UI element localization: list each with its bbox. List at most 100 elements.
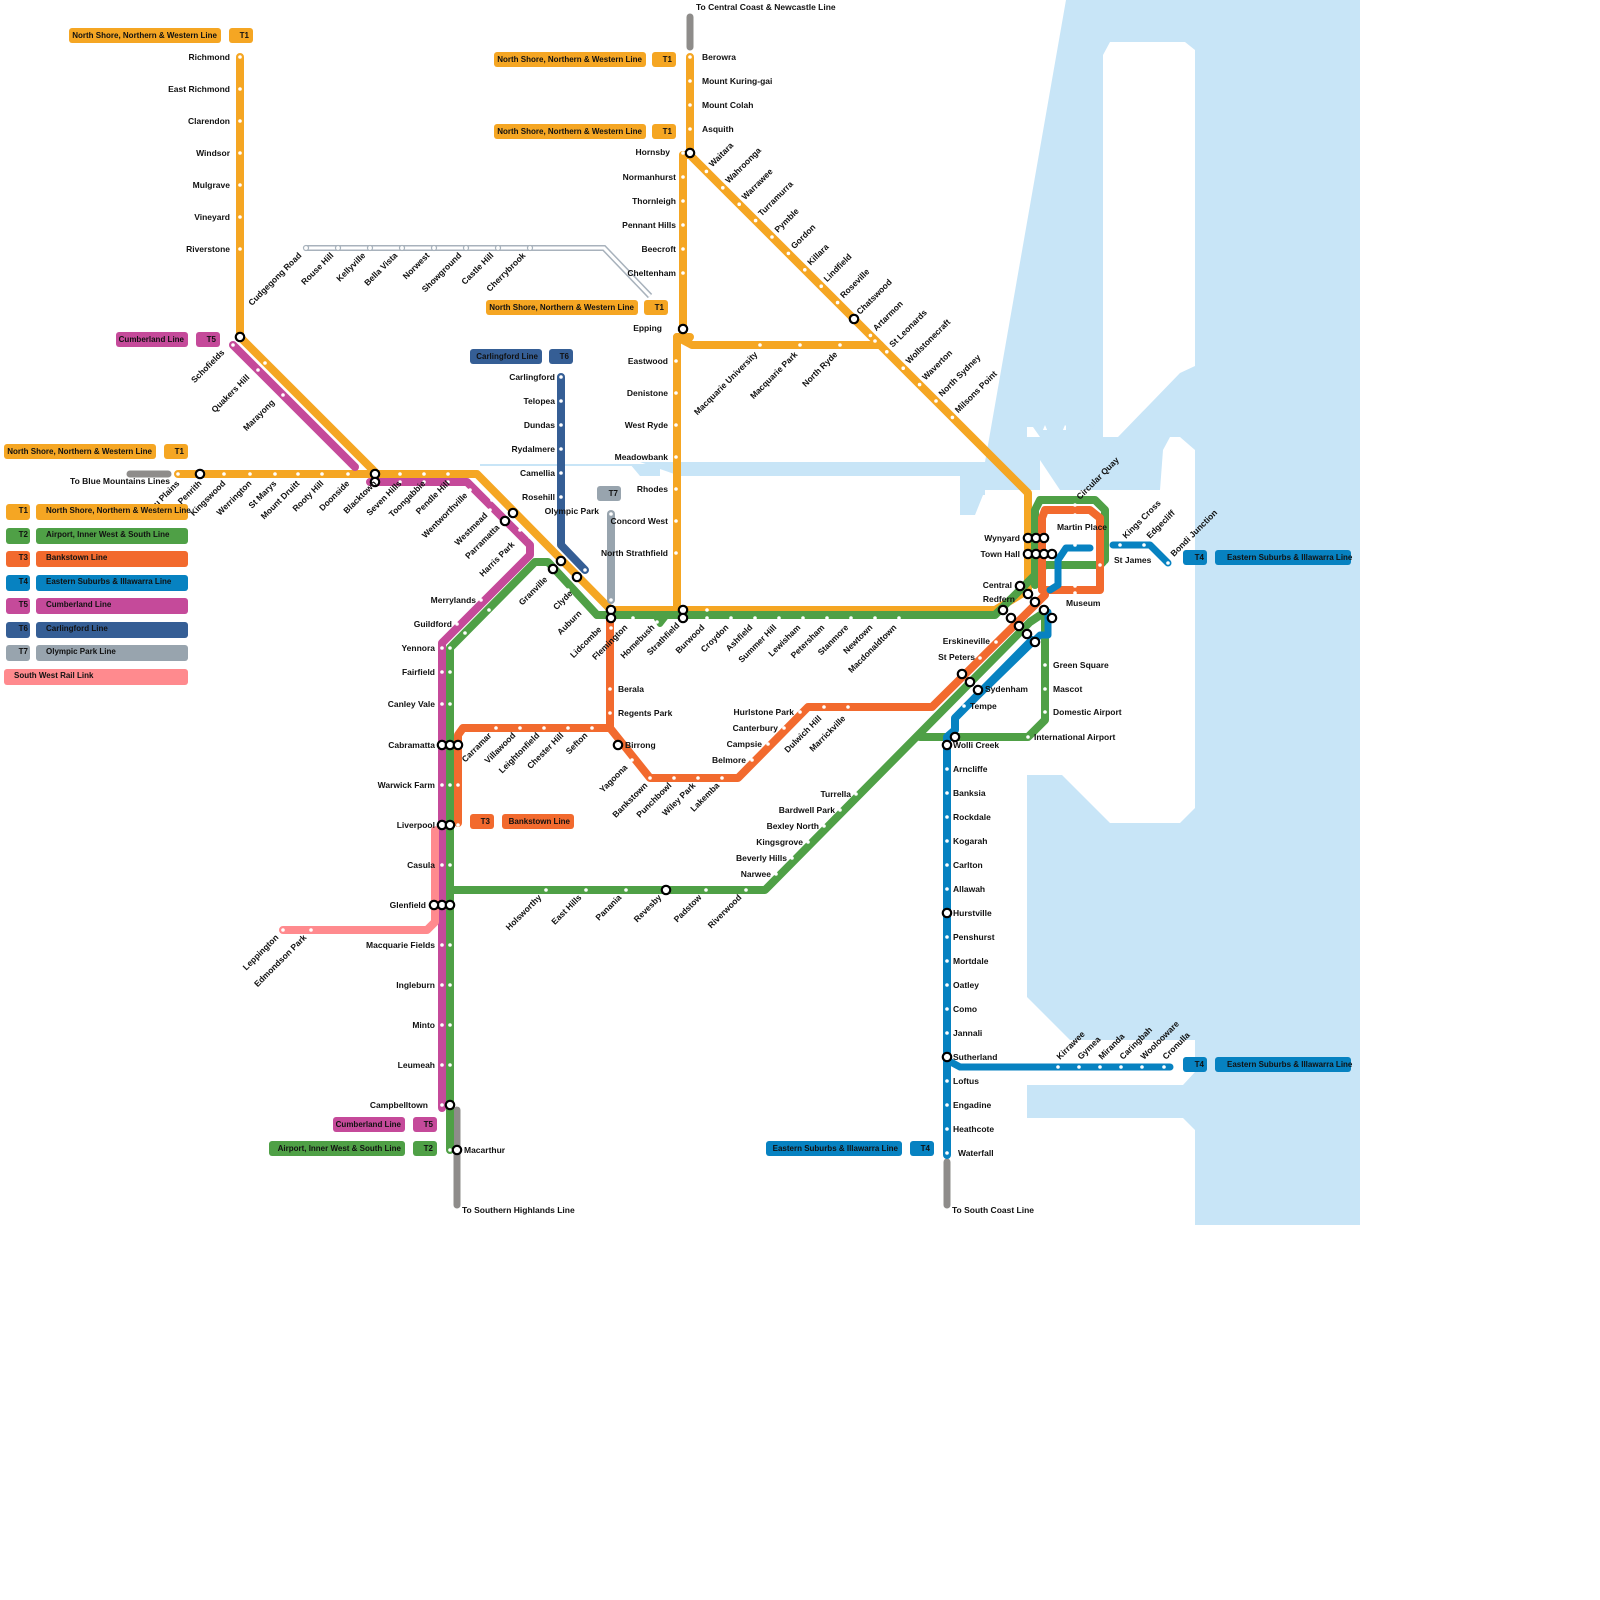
station-label-mortdale[interactable]: Mortdale — [953, 956, 989, 966]
interchange-marker[interactable] — [956, 668, 968, 680]
station-dot[interactable] — [440, 702, 444, 706]
station-label-macquarie-fields[interactable]: Macquarie Fields — [366, 940, 435, 950]
station-dot[interactable] — [945, 1079, 949, 1083]
station-label-arncliffe[interactable]: Arncliffe — [953, 764, 988, 774]
interchange-marker[interactable] — [452, 739, 464, 751]
station-dot[interactable] — [688, 55, 692, 59]
station-label-rouse-hill[interactable]: Rouse Hill — [299, 250, 335, 286]
station-dot[interactable] — [528, 535, 532, 539]
station-dot[interactable] — [256, 368, 260, 372]
station-dot[interactable] — [737, 202, 741, 206]
station-dot[interactable] — [704, 888, 708, 892]
station-dot[interactable] — [559, 495, 563, 499]
station-label-concord-west[interactable]: Concord West — [611, 516, 669, 526]
station-dot[interactable] — [1106, 563, 1110, 567]
station-dot[interactable] — [1162, 1065, 1166, 1069]
station-dot[interactable] — [479, 598, 483, 602]
station-label-dundas[interactable]: Dundas — [524, 420, 555, 430]
station-label-east-hills[interactable]: East Hills — [549, 892, 583, 926]
station-label-macarthur[interactable]: Macarthur — [464, 1145, 506, 1155]
station-dot[interactable] — [238, 87, 242, 91]
station-label-central[interactable]: Central — [983, 580, 1012, 590]
interchange-marker[interactable] — [444, 899, 456, 911]
station-label-waitara[interactable]: Waitara — [707, 140, 736, 169]
interchange-marker[interactable] — [941, 1051, 953, 1063]
station-label-windsor[interactable]: Windsor — [196, 148, 231, 158]
station-label-wolli-creek[interactable]: Wolli Creek — [953, 740, 999, 750]
station-dot[interactable] — [674, 455, 678, 459]
station-label-riverstone[interactable]: Riverstone — [186, 244, 230, 254]
station-label-mount-colah[interactable]: Mount Colah — [702, 100, 753, 110]
station-dot[interactable] — [1118, 543, 1122, 547]
station-dot[interactable] — [1077, 1065, 1081, 1069]
metro-station[interactable] — [494, 244, 502, 252]
station-dot[interactable] — [1043, 663, 1047, 667]
station-dot[interactable] — [917, 382, 922, 387]
station-dot[interactable] — [448, 783, 452, 787]
station-dot[interactable] — [994, 640, 998, 644]
station-dot[interactable] — [950, 415, 955, 420]
station-label-schofields[interactable]: Schofields — [189, 347, 227, 385]
station-label-cabramatta[interactable]: Cabramatta — [388, 740, 435, 750]
station-label-town-hall[interactable]: Town Hall — [980, 549, 1020, 559]
station-dot[interactable] — [542, 726, 546, 730]
station-label-loftus[interactable]: Loftus — [953, 1076, 979, 1086]
station-dot[interactable] — [744, 888, 748, 892]
station-label-edmondson-park[interactable]: Edmondson Park — [252, 932, 309, 989]
station-label-domestic-airport[interactable]: Domestic Airport — [1053, 707, 1122, 717]
station-dot[interactable] — [263, 361, 267, 365]
station-label-mount-kuring-gai[interactable]: Mount Kuring-gai — [702, 76, 772, 86]
station-dot[interactable] — [448, 863, 452, 867]
station-dot[interactable] — [945, 815, 949, 819]
station-label-rockdale[interactable]: Rockdale — [953, 812, 991, 822]
station-label-carlingford[interactable]: Carlingford — [509, 372, 555, 382]
station-dot[interactable] — [774, 872, 778, 876]
station-dot[interactable] — [440, 983, 444, 987]
station-dot[interactable] — [672, 776, 676, 780]
station-dot[interactable] — [281, 393, 285, 397]
interchange-marker[interactable] — [997, 604, 1009, 616]
station-dot[interactable] — [583, 568, 587, 572]
interchange-marker[interactable] — [451, 1144, 463, 1156]
interchange-marker[interactable] — [234, 331, 246, 343]
station-dot[interactable] — [320, 472, 324, 476]
station-dot[interactable] — [885, 350, 889, 354]
interchange-marker[interactable] — [194, 468, 206, 480]
station-dot[interactable] — [590, 726, 594, 730]
station-label-kogarah[interactable]: Kogarah — [953, 836, 987, 846]
station-dot[interactable] — [303, 373, 307, 377]
station-dot[interactable] — [440, 783, 444, 787]
station-dot[interactable] — [825, 616, 829, 620]
station-label-waterfall[interactable]: Waterfall — [958, 1148, 994, 1158]
station-dot[interactable] — [248, 472, 252, 476]
station-label-meadowbank[interactable]: Meadowbank — [615, 452, 669, 462]
station-dot[interactable] — [440, 1023, 444, 1027]
station-dot[interactable] — [518, 726, 522, 730]
station-label-merrylands[interactable]: Merrylands — [431, 595, 477, 605]
interchange-marker[interactable] — [941, 907, 953, 919]
station-label-narwee[interactable]: Narwee — [741, 869, 772, 879]
station-label-macquarie-university[interactable]: Macquarie University — [692, 349, 760, 417]
interchange-marker[interactable] — [499, 515, 511, 527]
station-label-revesby[interactable]: Revesby — [632, 892, 664, 924]
station-label-penshurst[interactable]: Penshurst — [953, 932, 995, 942]
station-label-mulgrave[interactable]: Mulgrave — [193, 180, 231, 190]
station-label-belmore[interactable]: Belmore — [712, 755, 746, 765]
station-dot[interactable] — [681, 223, 685, 227]
station-label-glenfield[interactable]: Glenfield — [390, 900, 426, 910]
station-dot[interactable] — [440, 1063, 444, 1067]
interchange-marker[interactable] — [428, 899, 440, 911]
interchange-marker[interactable] — [1038, 604, 1050, 616]
station-dot[interactable] — [448, 670, 452, 674]
station-dot[interactable] — [777, 616, 781, 620]
station-dot[interactable] — [281, 928, 285, 932]
station-dot[interactable] — [1043, 710, 1047, 714]
station-dot[interactable] — [868, 333, 873, 338]
station-label-east-richmond[interactable]: East Richmond — [168, 84, 230, 94]
station-dot[interactable] — [544, 888, 548, 892]
station-dot[interactable] — [945, 863, 949, 867]
interchange-marker[interactable] — [848, 313, 860, 325]
interchange-marker[interactable] — [684, 147, 696, 159]
station-label-mascot[interactable]: Mascot — [1053, 684, 1082, 694]
station-label-canley-vale[interactable]: Canley Vale — [388, 699, 436, 709]
